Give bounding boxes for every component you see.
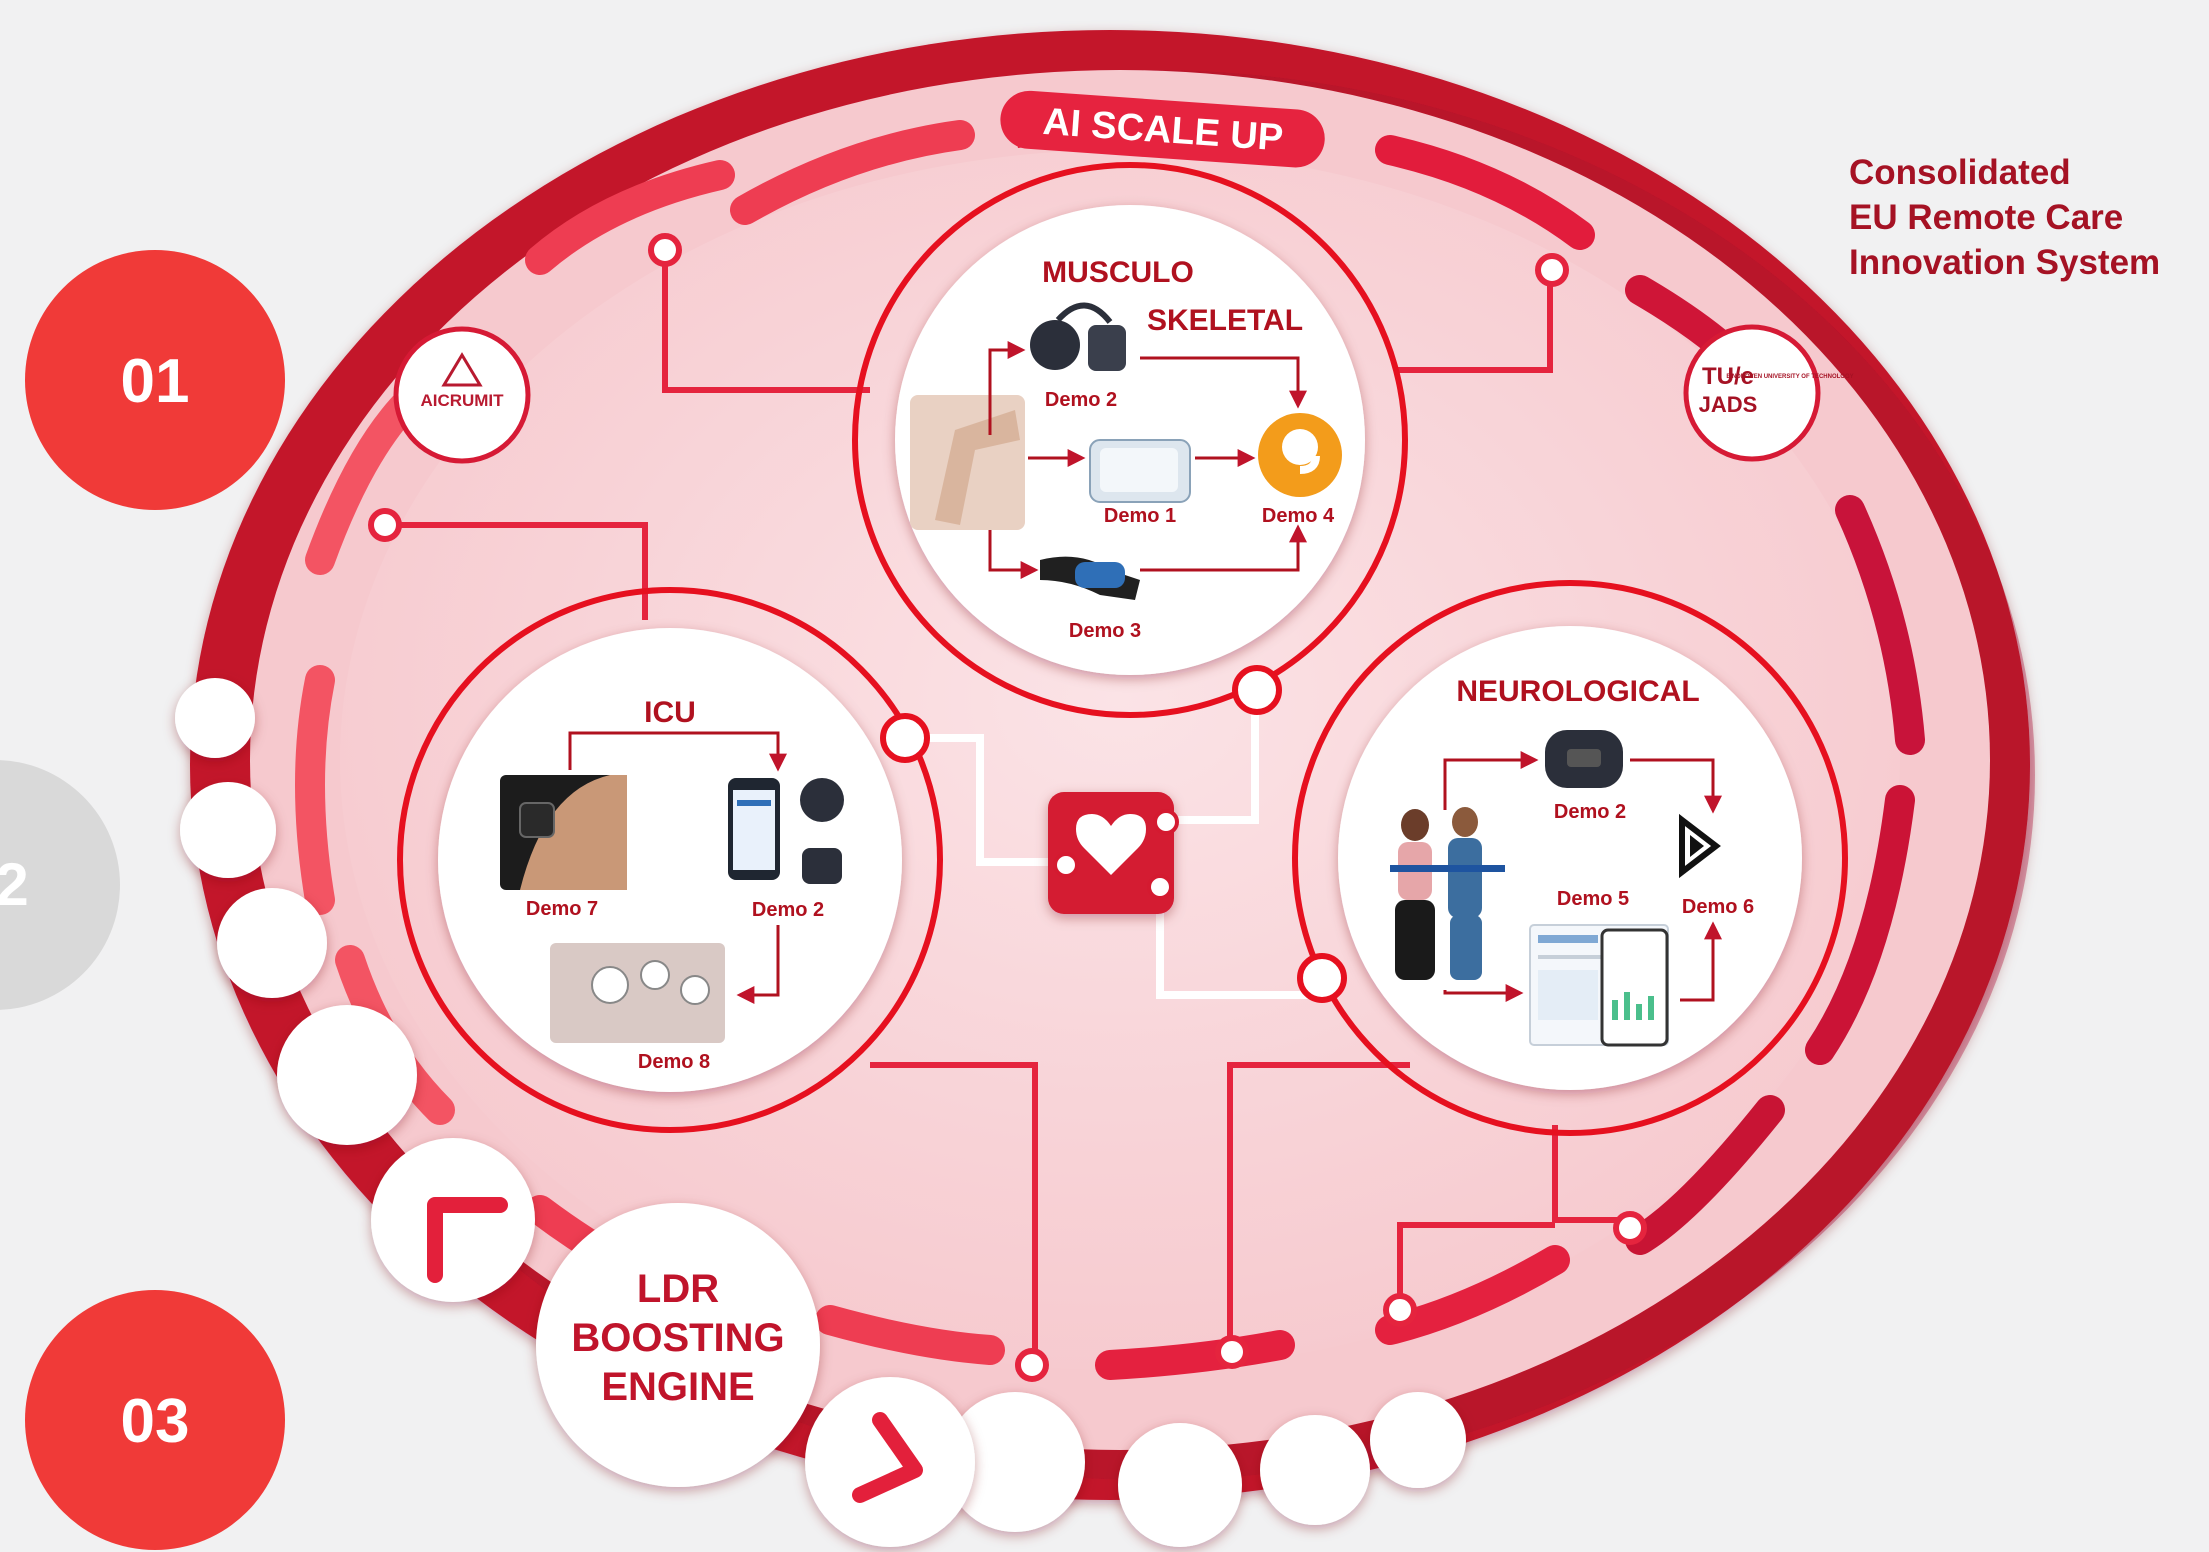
step-badge-02: 2	[0, 760, 120, 1010]
demo2-device	[1030, 302, 1126, 371]
svg-text:EINDHOVEN UNIVERSITY OF TECHNO: EINDHOVEN UNIVERSITY OF TECHNOLOGY	[1726, 374, 1853, 380]
chevron-right-bead	[805, 1377, 975, 1547]
svg-text:TU/e: TU/e	[1702, 363, 1754, 390]
svg-text:NEUROLOGICAL: NEUROLOGICAL	[1456, 675, 1699, 708]
svg-text:Demo 2: Demo 2	[752, 899, 824, 921]
svg-text:01: 01	[121, 347, 190, 416]
consolidated-line-3: Innovation System	[1849, 243, 2161, 282]
neurological-cluster: NEUROLOGICAL Demo 2 Demo 6 Demo 5	[1292, 580, 1848, 1136]
svg-text:Demo 1: Demo 1	[1104, 505, 1176, 527]
chevron-right-icon	[852, 1412, 923, 1503]
svg-text:Demo 6: Demo 6	[1682, 896, 1754, 918]
leg-photo	[910, 395, 1025, 530]
svg-text:JADS: JADS	[1699, 392, 1758, 417]
walking-people	[1390, 807, 1505, 980]
bead-chain	[175, 678, 1466, 1547]
svg-text:BOOSTING: BOOSTING	[571, 1316, 784, 1360]
svg-text:ICU: ICU	[644, 696, 696, 729]
svg-text:Demo 2: Demo 2	[1554, 801, 1626, 823]
demo5-dashboard	[1529, 924, 1669, 1047]
icu-cluster: ICU Demo 7 Demo 2 Demo 8	[397, 587, 943, 1133]
svg-text:Demo 7: Demo 7	[526, 898, 598, 920]
connector-nodes	[368, 233, 1647, 1382]
musculo-skeletal-cluster: MUSCULO SKELETAL Demo 2 Demo 1 Demo 4 De…	[852, 162, 1408, 718]
demo8-photo	[550, 943, 725, 1043]
svg-text:Demo 2: Demo 2	[1045, 389, 1117, 411]
svg-text:MUSCULO: MUSCULO	[1042, 256, 1194, 289]
svg-text:Demo 4: Demo 4	[1262, 505, 1335, 527]
consolidated-line-1: Consolidated	[1849, 153, 2071, 192]
neuro-demo2-device	[1545, 730, 1623, 788]
step-badge-01: 01	[25, 250, 285, 510]
svg-text:AICRUMIT: AICRUMIT	[420, 391, 504, 410]
svg-text:Demo 5: Demo 5	[1557, 888, 1629, 910]
demo6-logo	[1679, 813, 1721, 879]
logo-tue-jads: TU/e JADS EINDHOVEN UNIVERSITY OF TECHNO…	[1683, 324, 1854, 462]
svg-text:ENGINE: ENGINE	[601, 1365, 754, 1409]
ai-scale-up-label: AI SCALE UP	[1000, 90, 1325, 168]
chevron-left-icon	[427, 1197, 508, 1283]
logo-aicrumit: AICRUMIT	[393, 326, 531, 464]
connector-lines	[385, 250, 1630, 1365]
svg-text:2: 2	[0, 851, 29, 918]
ldr-boosting-engine: LDR BOOSTING ENGINE	[536, 1203, 820, 1487]
consolidated-line-2: EU Remote Care	[1849, 198, 2124, 237]
chevron-left-bead	[371, 1138, 535, 1302]
svg-text:Demo 8: Demo 8	[638, 1051, 710, 1073]
central-heart-hub	[1048, 792, 1179, 914]
demo4-logo	[1258, 413, 1342, 497]
demo7-photo	[500, 775, 627, 890]
heart-icon	[1076, 814, 1146, 875]
svg-text:03: 03	[121, 1387, 190, 1456]
consolidated-system-title: Consolidated EU Remote Care Innovation S…	[1849, 150, 2189, 285]
demo1-device	[1089, 439, 1191, 503]
demo2-phone	[728, 778, 844, 884]
step-badge-03: 03	[25, 1290, 285, 1550]
hub-connectors	[905, 690, 1320, 999]
svg-text:LDR: LDR	[637, 1267, 719, 1311]
svg-text:Demo 3: Demo 3	[1069, 620, 1141, 642]
svg-text:SKELETAL: SKELETAL	[1147, 304, 1303, 337]
demo3-device	[1040, 556, 1140, 600]
